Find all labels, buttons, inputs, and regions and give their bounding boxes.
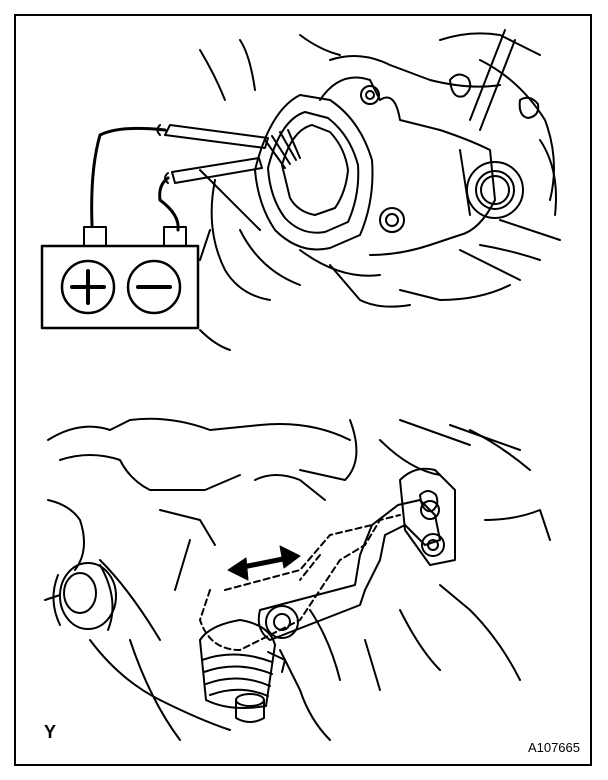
spring-bolt	[235, 693, 265, 723]
test-leads	[90, 126, 180, 232]
battery-positive-terminal	[60, 259, 116, 315]
engine-housing-bottom	[44, 417, 551, 741]
lever-dashed-position	[199, 514, 401, 651]
battery-negative-terminal	[126, 259, 182, 315]
movement-arrow	[227, 545, 301, 581]
figure-id: A107665	[527, 740, 580, 755]
return-spring	[199, 619, 286, 709]
test-probes	[156, 124, 269, 184]
shaft-boss	[52, 562, 117, 631]
shift-lever	[257, 499, 441, 641]
view-label: Y	[44, 722, 57, 742]
actuator-body	[319, 76, 524, 256]
engine-housing-top	[199, 29, 561, 351]
battery	[40, 226, 200, 330]
linkage-bracket	[399, 467, 456, 566]
connector-socket	[254, 94, 374, 251]
figure-frame	[14, 14, 592, 766]
